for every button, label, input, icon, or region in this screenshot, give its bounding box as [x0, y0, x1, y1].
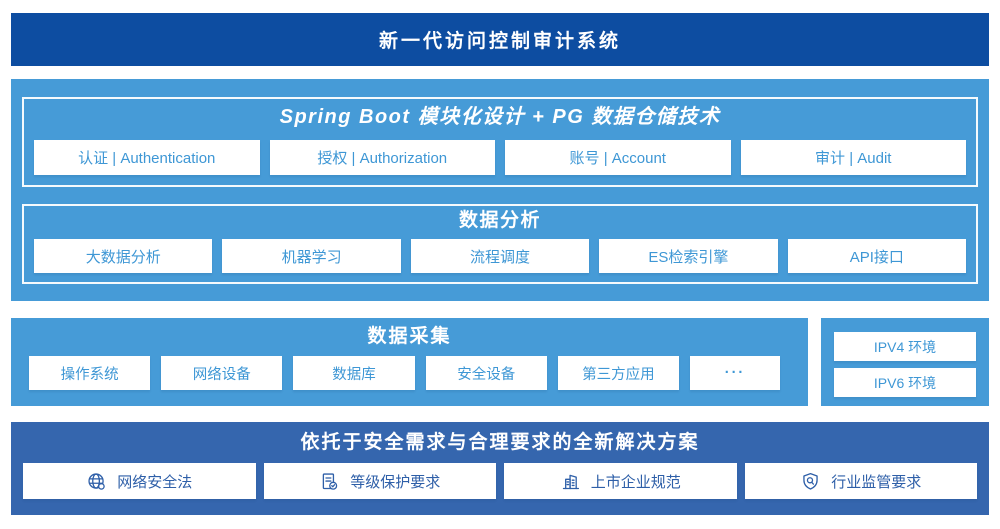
module-box-authentication: 认证 | Authentication [34, 140, 260, 175]
springboot-panel: Spring Boot 模块化设计 + PG 数据仓储技术 认证 | Authe… [22, 97, 978, 187]
env-box-ipv6: IPV6 环境 [834, 368, 976, 397]
solution-box-label: 网络安全法 [117, 473, 193, 491]
module-box-audit: 审计 | Audit [740, 140, 966, 175]
solution-box-label: 行业监管要求 [831, 473, 922, 491]
platform-section: Spring Boot 模块化设计 + PG 数据仓储技术 认证 | Authe… [11, 79, 989, 301]
solution-section: 依托于安全需求与合理要求的全新解决方案 网络安全法 [11, 422, 989, 515]
springboot-module-row: 认证 | Authentication 授权 | Authorization 账… [34, 140, 966, 175]
header-bar: 新一代访问控制审计系统 [11, 13, 989, 66]
middle-row: 数据采集 操作系统 网络设备 数据库 安全设备 第三方应用 ··· IPV4 环… [11, 318, 989, 406]
source-box-database: 数据库 [293, 356, 415, 390]
network-env-section: IPV4 环境 IPV6 环境 [821, 318, 989, 406]
solution-box-classified-protection: 等级保护要求 [263, 463, 496, 499]
collection-title: 数据采集 [367, 326, 452, 347]
source-box-security-device: 安全设备 [425, 356, 547, 390]
solution-box-listed-company: 上市企业规范 [504, 463, 737, 499]
shield-search-icon [800, 471, 821, 492]
solution-box-label: 上市企业规范 [590, 473, 681, 491]
solution-item-row: 网络安全法 等级保护要求 [23, 463, 977, 499]
module-box-ml: 机器学习 [222, 239, 401, 273]
collection-source-row: 操作系统 网络设备 数据库 安全设备 第三方应用 ··· [11, 356, 808, 390]
solution-box-industry-regulation: 行业监管要求 [744, 463, 977, 499]
module-box-bigdata: 大数据分析 [34, 239, 213, 273]
module-box-account: 账号 | Account [505, 140, 731, 175]
buildings-icon [560, 471, 581, 492]
globe-icon [86, 471, 107, 492]
analysis-panel-title: 数据分析 [458, 210, 541, 231]
solution-title: 依托于安全需求与合理要求的全新解决方案 [300, 432, 700, 453]
source-box-network-device: 网络设备 [161, 356, 283, 390]
solution-box-cybersecurity-law: 网络安全法 [23, 463, 256, 499]
module-box-authorization: 授权 | Authorization [269, 140, 495, 175]
collection-section: 数据采集 操作系统 网络设备 数据库 安全设备 第三方应用 ··· [11, 318, 808, 406]
module-box-es: ES检索引擎 [599, 239, 778, 273]
source-box-os: 操作系统 [29, 356, 151, 390]
solution-box-label: 等级保护要求 [350, 473, 441, 491]
springboot-panel-title: Spring Boot 模块化设计 + PG 数据仓储技术 [279, 106, 721, 128]
analysis-module-row: 大数据分析 机器学习 流程调度 ES检索引擎 API接口 [34, 239, 967, 273]
analysis-panel: 数据分析 大数据分析 机器学习 流程调度 ES检索引擎 API接口 [22, 204, 978, 284]
checklist-check-icon [319, 471, 340, 492]
source-box-more: ··· [690, 356, 781, 390]
page-title: 新一代访问控制审计系统 [378, 31, 621, 52]
module-box-workflow: 流程调度 [410, 239, 590, 273]
env-box-ipv4: IPV4 环境 [834, 332, 976, 361]
module-box-api: API接口 [787, 239, 967, 273]
source-box-thirdparty: 第三方应用 [557, 356, 680, 390]
